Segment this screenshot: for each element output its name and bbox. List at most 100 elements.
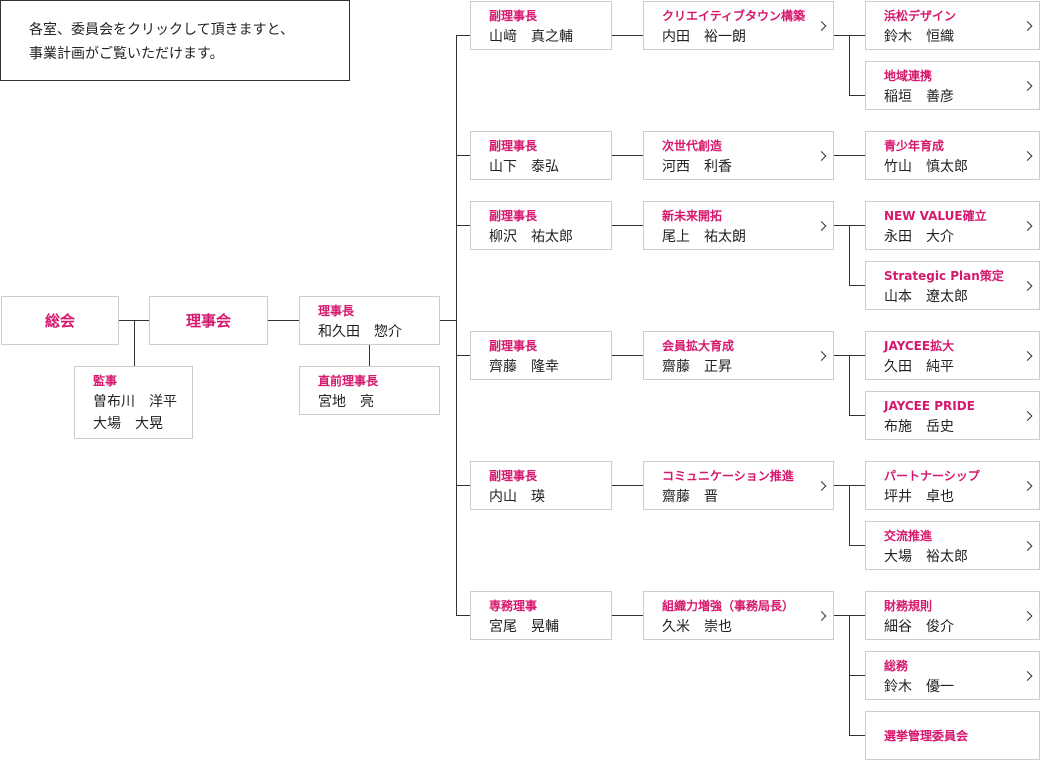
general-meeting-box: 総会 xyxy=(1,296,119,345)
general-meeting-label: 総会 xyxy=(44,312,75,330)
past-president-box: 直前理事長 宮地 亮 xyxy=(299,366,440,415)
office-link-communication[interactable]: コミュニケーション推進 齋藤 晋 xyxy=(643,461,834,510)
chevron-right-icon xyxy=(816,220,827,231)
committee-name: 布施 岳史 xyxy=(884,419,954,435)
office-link-organization[interactable]: 組織力増強（事務局長） 久米 崇也 xyxy=(643,591,834,640)
connector-line xyxy=(439,320,456,321)
committee-name: 鈴木 恒織 xyxy=(884,29,954,45)
office-name: 河西 利香 xyxy=(662,159,732,175)
vp-name: 山下 泰弘 xyxy=(489,159,559,175)
connector-line xyxy=(611,615,643,616)
chevron-right-icon xyxy=(1022,540,1033,551)
committee-link-finance[interactable]: 財務規則 細谷 俊介 xyxy=(865,591,1040,640)
executive-director-box: 専務理事 宮尾 晃輔 xyxy=(470,591,612,640)
connector-line xyxy=(849,225,850,285)
vice-president-box: 副理事長 柳沢 祐太郎 xyxy=(470,201,612,250)
vp-role: 副理事長 xyxy=(489,339,538,353)
office-link-membership[interactable]: 会員拡大育成 齋藤 正昇 xyxy=(643,331,834,380)
committee-link-youth-development[interactable]: 青少年育成 竹山 慎太郎 xyxy=(865,131,1040,180)
committee-name: 坪井 卓也 xyxy=(884,489,954,505)
chevron-right-icon xyxy=(1022,410,1033,421)
connector-line xyxy=(849,35,850,95)
office-name: 齋藤 正昇 xyxy=(662,359,732,375)
board-label: 理事会 xyxy=(185,312,231,330)
connector-line xyxy=(456,615,470,616)
board-box: 理事会 xyxy=(149,296,268,345)
office-role: 会員拡大育成 xyxy=(662,339,735,353)
committee-role: 選挙管理委員会 xyxy=(884,729,969,743)
connector-line xyxy=(134,320,135,366)
connector-line xyxy=(849,675,865,676)
committee-link-jaycee-expansion[interactable]: JAYCEE拡大 久田 純平 xyxy=(865,331,1040,380)
office-role: 組織力増強（事務局長） xyxy=(662,599,795,613)
vp-name: 山﨑 真之輔 xyxy=(489,29,573,45)
past-president-role: 直前理事長 xyxy=(318,374,379,388)
vp-role: 副理事長 xyxy=(489,139,538,153)
vice-president-box: 副理事長 内山 瑛 xyxy=(470,461,612,510)
chevron-right-icon xyxy=(816,480,827,491)
vp-role: 専務理事 xyxy=(489,599,538,613)
office-link-next-generation[interactable]: 次世代創造 河西 利香 xyxy=(643,131,834,180)
chevron-right-icon xyxy=(816,20,827,31)
committee-name: 細谷 俊介 xyxy=(884,619,954,635)
connector-line xyxy=(849,415,865,416)
committee-link-general-affairs[interactable]: 総務 鈴木 優一 xyxy=(865,651,1040,700)
committee-link-partnership[interactable]: パートナーシップ 坪井 卓也 xyxy=(865,461,1040,510)
vice-president-box: 副理事長 山下 泰弘 xyxy=(470,131,612,180)
office-name: 尾上 祐太朗 xyxy=(662,229,746,245)
committee-link-strategic-plan[interactable]: Strategic Plan策定 山本 遼太郎 xyxy=(865,261,1040,310)
committee-link-new-value[interactable]: NEW VALUE確立 永田 大介 xyxy=(865,201,1040,250)
connector-line xyxy=(456,35,470,36)
committee-link-exchange[interactable]: 交流推進 大場 裕太郎 xyxy=(865,521,1040,570)
committee-name: 山本 遼太郎 xyxy=(884,289,968,305)
office-link-new-future[interactable]: 新未来開拓 尾上 祐太朗 xyxy=(643,201,834,250)
connector-line xyxy=(611,485,643,486)
committee-name: 竹山 慎太郎 xyxy=(884,159,968,175)
connector-line xyxy=(849,485,850,545)
committee-role: NEW VALUE確立 xyxy=(884,209,987,223)
committee-link-jaycee-pride[interactable]: JAYCEE PRIDE 布施 岳史 xyxy=(865,391,1040,440)
connector-line xyxy=(611,355,643,356)
office-name: 内田 裕一朗 xyxy=(662,29,746,45)
connector-line xyxy=(611,225,643,226)
connector-line xyxy=(611,35,643,36)
connector-line xyxy=(456,155,470,156)
office-name: 齋藤 晋 xyxy=(662,489,718,505)
vp-role: 副理事長 xyxy=(489,469,538,483)
committee-role: JAYCEE拡大 xyxy=(884,339,955,353)
chevron-right-icon xyxy=(816,610,827,621)
office-role: クリエイティブタウン構築 xyxy=(662,9,806,23)
vp-name: 齊藤 隆幸 xyxy=(489,359,559,375)
connector-line xyxy=(456,355,470,356)
auditor-name-1: 曽布川 洋平 xyxy=(93,394,177,410)
president-name: 和久田 惣介 xyxy=(318,324,402,340)
committee-link-hamamatsu-design[interactable]: 浜松デザイン 鈴木 恒織 xyxy=(865,1,1040,50)
chevron-right-icon xyxy=(1022,220,1033,231)
office-name: 久米 崇也 xyxy=(662,619,732,635)
committee-name: 久田 純平 xyxy=(884,359,954,375)
committee-name: 大場 裕太郎 xyxy=(884,549,968,565)
chevron-right-icon xyxy=(1022,480,1033,491)
chevron-right-icon xyxy=(1022,20,1033,31)
committee-role: 地域連携 xyxy=(884,69,933,83)
office-role: コミュニケーション推進 xyxy=(662,469,794,483)
auditor-box: 監事 曽布川 洋平 大場 大晃 xyxy=(74,366,193,439)
instruction-note: 各室、委員会をクリックして頂きますと、 事業計画がご覧いただけます。 xyxy=(0,0,350,81)
office-role: 新未来開拓 xyxy=(662,209,723,223)
office-link-creative-town[interactable]: クリエイティブタウン構築 内田 裕一朗 xyxy=(643,1,834,50)
committee-link-regional-cooperation[interactable]: 地域連携 稲垣 善彦 xyxy=(865,61,1040,110)
connector-line xyxy=(456,35,457,615)
connector-line xyxy=(849,735,865,736)
committee-role: 交流推進 xyxy=(884,529,933,543)
vp-role: 副理事長 xyxy=(489,209,538,223)
chevron-right-icon xyxy=(1022,280,1033,291)
committee-name: 鈴木 優一 xyxy=(884,679,954,695)
connector-line xyxy=(833,155,865,156)
committee-role: 青少年育成 xyxy=(884,139,945,153)
connector-line xyxy=(267,320,299,321)
connector-line xyxy=(456,225,470,226)
committee-role: JAYCEE PRIDE xyxy=(884,399,975,413)
connector-line xyxy=(849,545,865,546)
chevron-right-icon xyxy=(816,150,827,161)
vice-president-box: 副理事長 齊藤 隆幸 xyxy=(470,331,612,380)
